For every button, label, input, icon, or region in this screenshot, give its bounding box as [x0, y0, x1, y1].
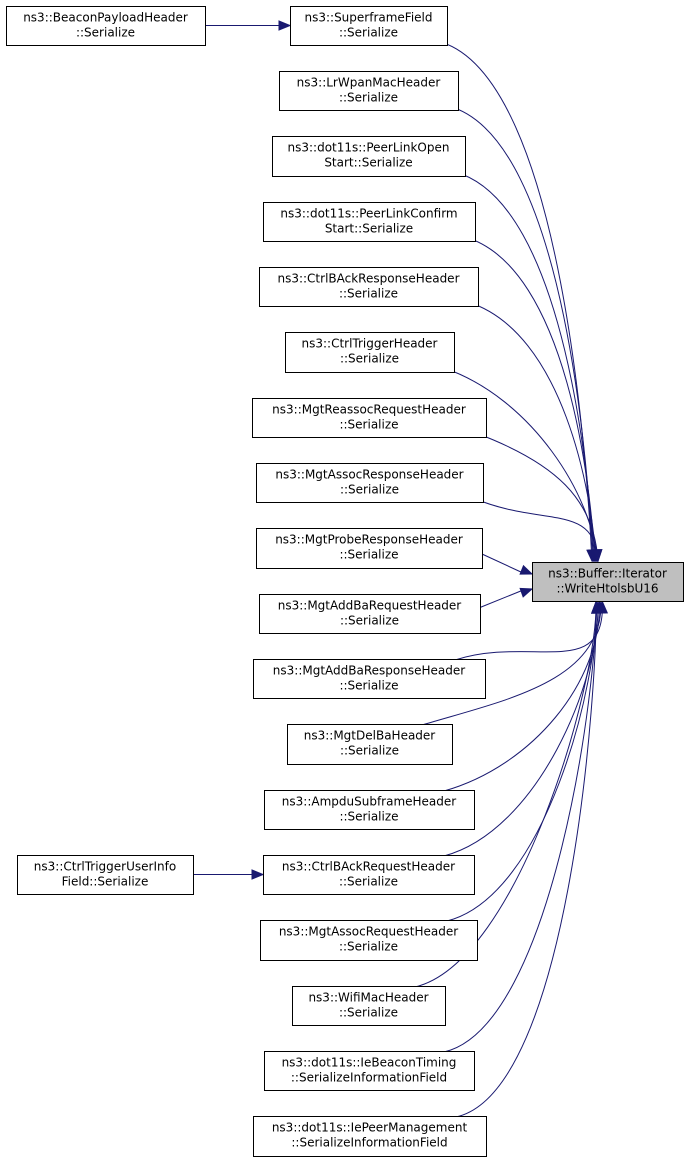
- node-ctrlbackrequest-label-1: ns3::CtrlBAckRequestHeader: [282, 860, 455, 874]
- node-beaconpayload-label-2: ::Serialize: [76, 26, 135, 40]
- node-iebeacontiming[interactable]: ns3::dot11s::IeBeaconTiming::SerializeIn…: [264, 1051, 475, 1091]
- node-ctrlbackrequest[interactable]: ns3::CtrlBAckRequestHeader::Serialize: [263, 855, 475, 895]
- node-iepeermanagement-label-1: ns3::dot11s::IePeerManagement: [272, 1121, 468, 1135]
- node-mgtdelba-label-1: ns3::MgtDelBaHeader: [304, 729, 436, 743]
- node-peerlinkconfirm[interactable]: ns3::dot11s::PeerLinkConfirmStart::Seria…: [263, 202, 476, 242]
- node-mgtassocresponse-label-1: ns3::MgtAssocResponseHeader: [275, 468, 463, 482]
- node-ctrlbackresponse-label-2: ::Serialize: [339, 287, 398, 301]
- edge-iepeermanagement-to-target: [455, 600, 602, 1118]
- node-mgtreassocrequest-label-1: ns3::MgtReassocRequestHeader: [272, 403, 466, 417]
- node-ctrlbackresponse-label-1: ns3::CtrlBAckResponseHeader: [277, 272, 459, 286]
- node-mgtassocrequest-label-2: ::Serialize: [339, 940, 398, 954]
- node-superframe-label-2: ::Serialize: [339, 26, 398, 40]
- node-ctrltriggeruserinfo-label-2: Field::Serialize: [62, 875, 149, 889]
- node-mgtaddbaresponse[interactable]: ns3::MgtAddBaResponseHeader::Serialize: [253, 659, 486, 699]
- node-mgtaddbarequest-label-2: ::Serialize: [340, 614, 399, 628]
- node-target-label-2: ::WriteHtolsbU16: [556, 582, 658, 596]
- node-ctrlbackresponse[interactable]: ns3::CtrlBAckResponseHeader::Serialize: [259, 267, 479, 307]
- node-iebeacontiming-label-1: ns3::dot11s::IeBeaconTiming: [282, 1056, 457, 1070]
- node-beaconpayload[interactable]: ns3::BeaconPayloadHeader::Serialize: [6, 6, 206, 46]
- node-iepeermanagement[interactable]: ns3::dot11s::IePeerManagement::Serialize…: [253, 1116, 487, 1157]
- edge-iepeermanagement-to-target-arrowhead: [591, 600, 602, 614]
- node-ampdusubframe[interactable]: ns3::AmpduSubframeHeader::Serialize: [264, 790, 475, 830]
- node-ampdusubframe-label-2: ::Serialize: [339, 810, 398, 824]
- node-ctrlbackrequest-label-2: ::Serialize: [339, 875, 398, 889]
- edge-mgtproberesponse-to-target: [481, 553, 534, 575]
- edge-mgtaddbarequest-to-target: [479, 587, 534, 608]
- node-mgtassocrequest[interactable]: ns3::MgtAssocRequestHeader::Serialize: [260, 920, 478, 961]
- node-ctrltrigger-label-1: ns3::CtrlTriggerHeader: [301, 337, 437, 351]
- edges-layer: [193, 20, 609, 1118]
- edge-beaconpayload-to-superframe: [205, 20, 292, 31]
- edge-ctrltriggeruserinfo-to-ctrlbackrequest: [193, 869, 265, 880]
- node-mgtassocresponse-label-2: ::Serialize: [340, 483, 399, 497]
- node-mgtproberesponse[interactable]: ns3::MgtProbeResponseHeader::Serialize: [256, 528, 483, 569]
- node-mgtproberesponse-label-2: ::Serialize: [339, 548, 398, 562]
- node-lrwpan-label-2: ::Serialize: [339, 91, 398, 105]
- node-mgtdelba[interactable]: ns3::MgtDelBaHeader::Serialize: [287, 724, 453, 765]
- edge-beaconpayload-to-superframe-arrowhead: [278, 20, 292, 31]
- node-mgtaddbaresponse-label-1: ns3::MgtAddBaResponseHeader: [273, 664, 465, 678]
- edge-mgtassocresponse-to-target-arrowhead: [591, 549, 603, 563]
- node-mgtaddbarequest[interactable]: ns3::MgtAddBaRequestHeader::Serialize: [259, 594, 481, 634]
- node-beaconpayload-label-1: ns3::BeaconPayloadHeader: [23, 11, 188, 25]
- node-mgtdelba-label-2: ::Serialize: [340, 744, 399, 758]
- edge-mgtassocresponse-to-target: [472, 497, 603, 563]
- node-iebeacontiming-label-2: ::SerializeInformationField: [291, 1071, 447, 1085]
- node-ctrltrigger-label-2: ::Serialize: [340, 352, 399, 366]
- edge-ctrltriggeruserinfo-to-ctrlbackrequest-arrowhead: [251, 869, 265, 880]
- node-mgtassocresponse[interactable]: ns3::MgtAssocResponseHeader::Serialize: [256, 463, 484, 503]
- node-lrwpan[interactable]: ns3::LrWpanMacHeader::Serialize: [279, 71, 459, 111]
- node-peerlinkopen-label-2: Start::Serialize: [324, 156, 412, 170]
- node-peerlinkconfirm-label-1: ns3::dot11s::PeerLinkConfirm: [280, 207, 457, 221]
- node-mgtproberesponse-label-1: ns3::MgtProbeResponseHeader: [275, 533, 463, 547]
- node-superframe[interactable]: ns3::SuperframeField::Serialize: [290, 6, 448, 46]
- node-peerlinkconfirm-label-2: Start::Serialize: [325, 222, 413, 236]
- nodes-layer: ns3::SuperframeField::Serializens3::LrWp…: [6, 6, 684, 1157]
- node-target[interactable]: ns3::Buffer::Iterator::WriteHtolsbU16: [532, 562, 684, 602]
- node-peerlinkopen-label-1: ns3::dot11s::PeerLinkOpen: [288, 141, 450, 155]
- node-superframe-label-1: ns3::SuperframeField: [304, 11, 432, 25]
- node-iepeermanagement-label-2: ::SerializeInformationField: [291, 1136, 447, 1150]
- node-wifimac[interactable]: ns3::WifiMacHeader::Serialize: [292, 986, 446, 1026]
- node-wifimac-label-2: ::Serialize: [339, 1006, 398, 1020]
- node-mgtreassocrequest[interactable]: ns3::MgtReassocRequestHeader::Serialize: [252, 398, 487, 438]
- node-mgtaddbarequest-label-1: ns3::MgtAddBaRequestHeader: [278, 599, 462, 613]
- edge-mgtaddbarequest-to-target-arrowhead: [519, 587, 534, 598]
- node-mgtreassocrequest-label-2: ::Serialize: [339, 418, 398, 432]
- node-lrwpan-label-1: ns3::LrWpanMacHeader: [297, 76, 441, 90]
- node-ctrltrigger[interactable]: ns3::CtrlTriggerHeader::Serialize: [285, 332, 455, 373]
- node-ampdusubframe-label-1: ns3::AmpduSubframeHeader: [282, 795, 457, 809]
- node-mgtaddbaresponse-label-2: ::Serialize: [339, 679, 398, 693]
- node-ctrltriggeruserinfo-label-1: ns3::CtrlTriggerUserInfo: [34, 860, 176, 874]
- node-peerlinkopen[interactable]: ns3::dot11s::PeerLinkOpenStart::Serializ…: [272, 136, 466, 177]
- node-mgtassocrequest-label-1: ns3::MgtAssocRequestHeader: [279, 925, 458, 939]
- node-wifimac-label-1: ns3::WifiMacHeader: [308, 991, 428, 1005]
- edge-mgtproberesponse-to-target-arrowhead: [519, 564, 534, 575]
- node-target-label-1: ns3::Buffer::Iterator: [548, 567, 667, 581]
